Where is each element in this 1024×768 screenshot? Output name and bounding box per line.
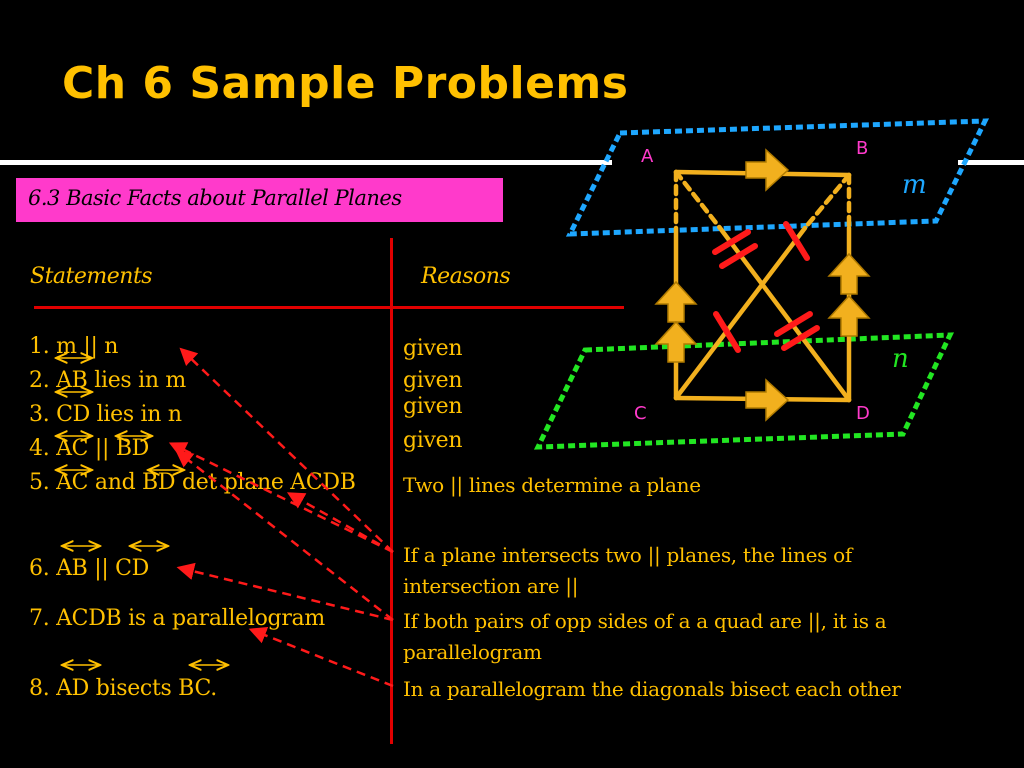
plane-n [533,332,955,450]
section-heading: 6.3 Basic Facts about Parallel Planes [16,178,503,222]
t-chart-horizontal-rule [34,306,624,309]
reason-4: given [403,428,463,453]
statement-3: 3. CD lies in n [29,402,182,427]
pointer-arrow-r6-to-s5 [286,492,394,554]
parallel-arrow-ac-2 [654,320,698,363]
tick-ad-upper [783,221,810,261]
segment-ad [717,225,852,403]
reason-7-line-2: parallelogram [403,640,542,664]
tick-bc-upper-2 [719,243,758,269]
plane-label-m: m [902,170,927,200]
reason-2: given [403,368,463,393]
parallel-arrow-bd-1 [827,252,871,295]
statement-7: 7. ACDB is a parallelogram [29,606,325,631]
quadrilateral-acdb [673,169,852,403]
point-label-c: C [634,403,647,424]
statement-4: 4. AC || BD [29,436,150,461]
statement-8: 8. AD bisects BC. [29,676,217,701]
reason-3: given [403,394,463,419]
reason-7-line-1: If both pairs of opp sides of a a quad a… [403,609,887,633]
parallel-arrow-ac-1 [654,280,698,323]
pointer-arrow-r6-to-s4 [168,442,394,554]
segment-ab [673,169,852,178]
title-divider-left [0,160,612,165]
parallel-arrow-ab [745,148,790,192]
point-label-d: D [856,403,870,424]
parallel-marks [654,148,871,422]
reason-8: In a parallelogram the diagonals bisect … [403,677,901,701]
statement-1: 1. m || n [29,334,119,359]
statements-header: Statements [30,264,153,289]
pointer-arrow-r8-to-s7 [248,627,394,688]
statement-2: 2. AB lies in m [29,368,186,393]
reason-1: given [403,336,463,361]
segment-ad-hidden [673,169,723,231]
statement-6: 6. AB || CD [29,556,150,581]
point-label-a: A [641,146,654,167]
tick-bc-upper-1 [712,229,751,255]
tick-ad-lower [713,311,741,353]
segment-cd [673,395,852,403]
t-chart-vertical-rule [390,238,393,744]
parallel-arrow-bd-2 [827,294,871,337]
congruence-ticks [712,221,820,353]
slide-title: Ch 6 Sample Problems [62,58,629,109]
pointer-arrow-r6-to-s1 [179,347,394,553]
reason-6-line-2: intersection are || [403,574,579,598]
tick-bc-lower-1 [774,311,813,337]
reason-5: Two || lines determine a plane [403,473,701,497]
segment-bc-hidden [802,172,852,231]
plane-label-n: n [892,344,909,374]
tick-bc-lower-2 [781,325,820,351]
segment-bc [673,225,808,401]
reasons-header: Reasons [421,264,511,289]
reason-6-line-1: If a plane intersects two || planes, the… [403,543,853,567]
statement-5: 5. AC and BD det plane ACDB [29,470,356,495]
title-divider-right [958,160,1024,165]
reason-pointer-arrows [168,347,394,688]
point-label-b: B [856,138,869,159]
parallel-arrow-cd [745,378,790,422]
